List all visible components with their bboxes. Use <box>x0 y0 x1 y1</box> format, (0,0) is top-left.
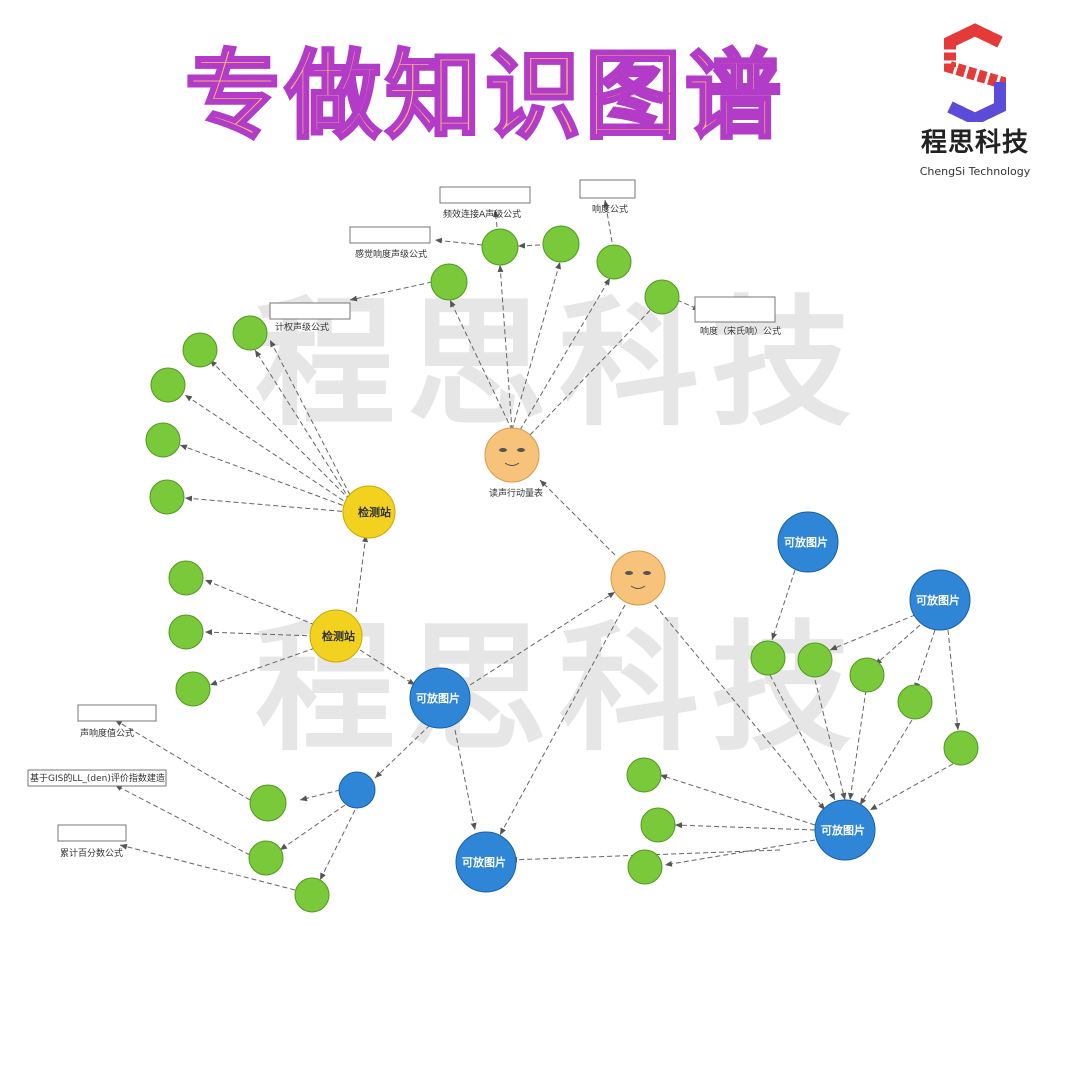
formula-caption-5: 声响度值公式 <box>80 727 134 739</box>
green-node <box>232 315 268 351</box>
green-node <box>249 784 287 822</box>
blue-nodes <box>338 511 971 893</box>
green-node <box>481 228 519 266</box>
blue-node <box>455 831 517 893</box>
blue-node <box>338 771 376 809</box>
green-node <box>168 614 204 650</box>
cat-avatar-icon <box>610 550 666 606</box>
formula-caption-1: 频效连接A声级公式 <box>443 208 521 220</box>
green-node <box>626 757 662 793</box>
detection-node <box>342 485 396 539</box>
logo-subtitle: ChengSi Technology <box>919 165 1031 178</box>
blue-node <box>814 799 876 861</box>
formula-boxes <box>27 179 776 842</box>
green-node <box>149 479 185 515</box>
green-node <box>542 225 580 263</box>
pic-label-3: 可放图片 <box>416 691 460 705</box>
green-nodes <box>145 225 979 913</box>
green-node <box>849 657 885 693</box>
green-node <box>175 671 211 707</box>
green-node <box>627 849 663 885</box>
avatar-nodes <box>484 427 666 606</box>
company-logo: 程思科技 ChengSi Technology <box>905 22 1045 182</box>
formula-caption-top: 响度公式 <box>592 203 628 215</box>
green-node <box>182 332 218 368</box>
blue-node <box>909 569 971 631</box>
green-node <box>430 263 468 301</box>
formula-caption-7: 累计百分数公式 <box>60 847 123 859</box>
green-node <box>943 730 979 766</box>
formula-caption-3: 计权声级公式 <box>275 321 329 333</box>
pic-label-4: 可放图片 <box>462 855 506 869</box>
detection-label: 检测站 <box>358 505 391 519</box>
green-node <box>168 560 204 596</box>
pic-label-1: 可放图片 <box>784 535 828 549</box>
station-label: 检测站 <box>322 629 355 643</box>
logo-name: 程思科技 <box>920 128 1029 158</box>
sound-quantity-label: 读声行动量表 <box>489 487 543 499</box>
blue-node <box>777 511 839 573</box>
formula-caption-2: 感觉响度声级公式 <box>355 248 427 260</box>
pic-label-2: 可放图片 <box>916 593 960 607</box>
green-node <box>797 642 833 678</box>
logo-s-icon <box>944 23 1006 126</box>
yellow-nodes <box>309 485 396 663</box>
green-node <box>145 422 181 458</box>
green-node <box>294 877 330 913</box>
green-node <box>248 840 284 876</box>
blue-node <box>409 667 471 729</box>
station-node <box>309 609 363 663</box>
formula-caption-4: 响度（宋氏响）公式 <box>700 325 781 337</box>
cat-avatar-icon <box>484 427 540 483</box>
page-title: 专做知识图谱 <box>184 40 785 152</box>
green-node <box>596 244 632 280</box>
green-node <box>640 807 676 843</box>
green-node <box>750 640 786 676</box>
green-node <box>644 279 680 315</box>
green-node <box>150 367 186 403</box>
green-node <box>897 684 933 720</box>
pic-label-5: 可放图片 <box>821 823 865 837</box>
formula-caption-6: 基于GIS的LL_(den)评价指数建造 <box>30 772 165 784</box>
formula-captions: 频效连接A声级公式 感觉响度声级公式 响度公式 计权声级公式 响度（宋氏响）公式… <box>30 203 781 859</box>
